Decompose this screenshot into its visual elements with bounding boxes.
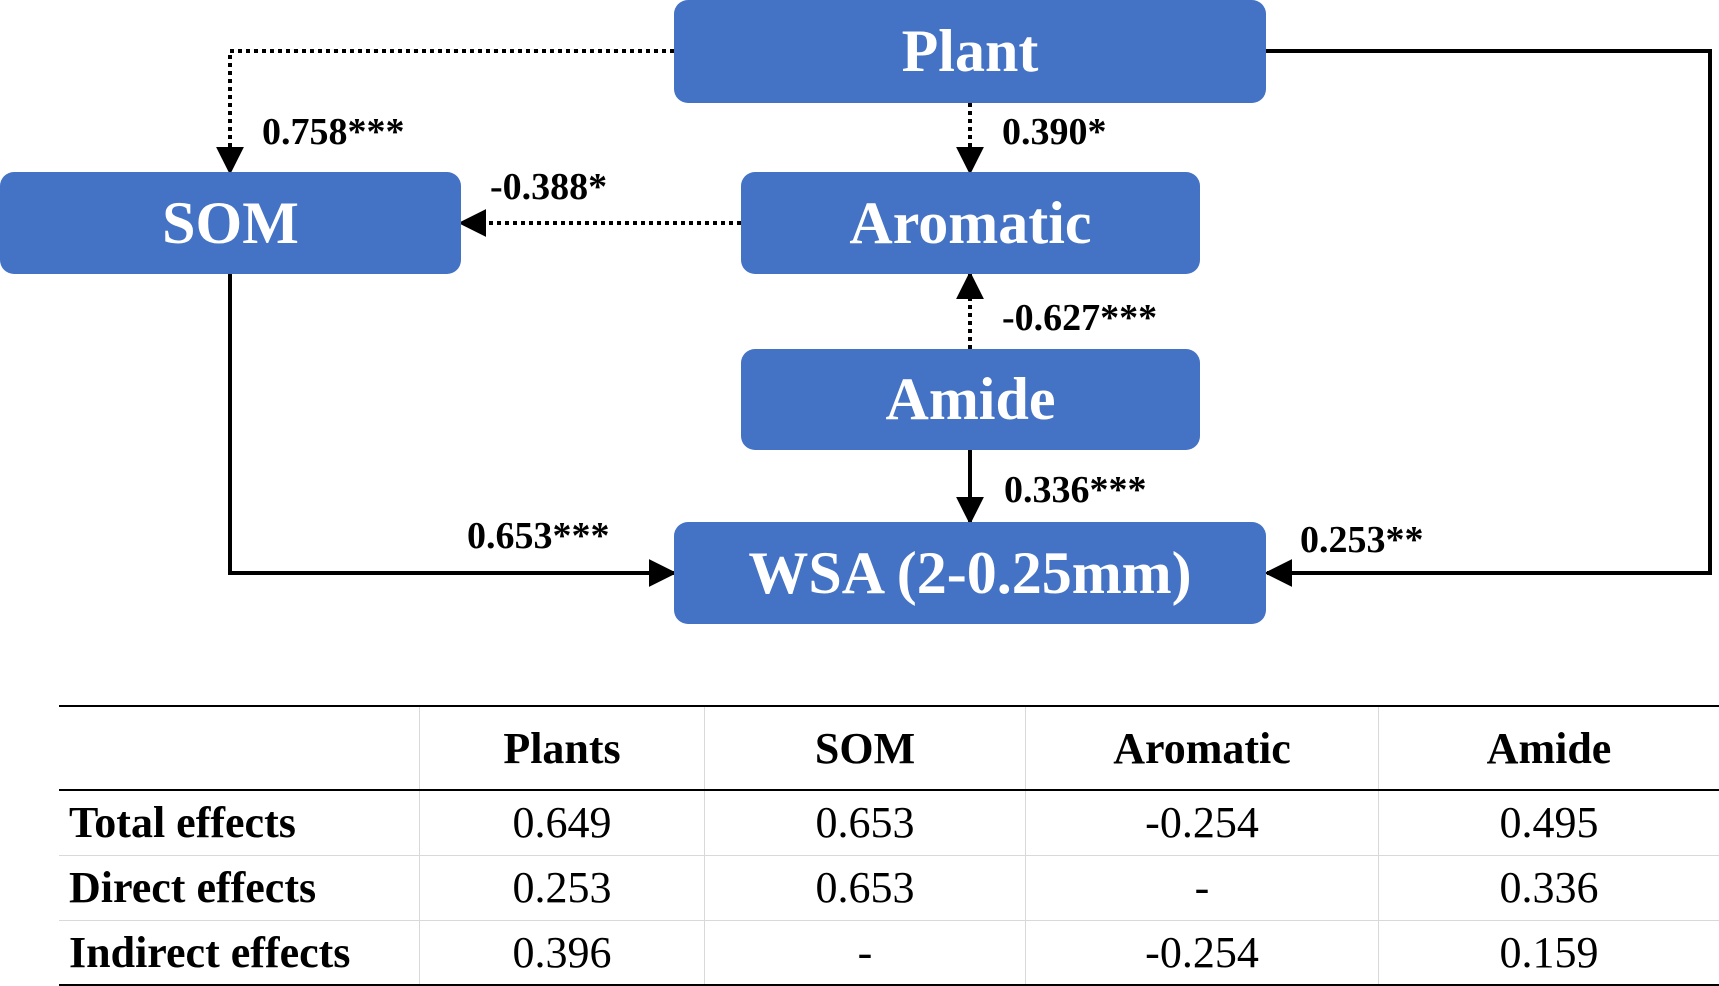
table-cell: Indirect effects — [59, 920, 420, 985]
table-row: Indirect effects 0.396 - -0.254 0.159 — [59, 920, 1719, 985]
node-som: SOM — [0, 172, 461, 274]
table-cell: 0.159 — [1379, 920, 1719, 985]
label-som-wsa: 0.653*** — [467, 514, 610, 558]
table-header-cell: Amide — [1379, 706, 1719, 790]
node-amide: Amide — [741, 349, 1200, 450]
table-row: Total effects 0.649 0.653 -0.254 0.495 — [59, 790, 1719, 855]
table-cell: 0.653 — [705, 855, 1026, 920]
label-amide-aromatic: -0.627*** — [1002, 296, 1157, 340]
table-header-cell: Aromatic — [1026, 706, 1379, 790]
arrow-plant-wsa — [1266, 51, 1710, 573]
table-cell: - — [1026, 855, 1379, 920]
table-cell: - — [705, 920, 1026, 985]
label-plant-aromatic: 0.390* — [1002, 110, 1107, 154]
table-cell: 0.396 — [420, 920, 705, 985]
table-header-cell: SOM — [705, 706, 1026, 790]
table-header-cell — [59, 706, 420, 790]
table-cell: 0.253 — [420, 855, 705, 920]
label-aromatic-som: -0.388* — [490, 165, 607, 209]
table-header-cell: Plants — [420, 706, 705, 790]
table-cell: 0.649 — [420, 790, 705, 855]
table-header-row: Plants SOM Aromatic Amide — [59, 706, 1719, 790]
table-cell: Total effects — [59, 790, 420, 855]
table-cell: -0.254 — [1026, 790, 1379, 855]
label-plant-wsa: 0.253** — [1300, 518, 1424, 562]
table-cell: 0.336 — [1379, 855, 1719, 920]
label-plant-som: 0.758*** — [262, 110, 405, 154]
node-aromatic: Aromatic — [741, 172, 1200, 274]
table-cell: Direct effects — [59, 855, 420, 920]
label-amide-wsa: 0.336*** — [1004, 468, 1147, 512]
node-wsa: WSA (2-0.25mm) — [674, 522, 1266, 624]
node-plant: Plant — [674, 0, 1266, 103]
effects-table: Plants SOM Aromatic Amide Total effects … — [59, 705, 1719, 986]
table-cell: 0.495 — [1379, 790, 1719, 855]
table-cell: 0.653 — [705, 790, 1026, 855]
table-row: Direct effects 0.253 0.653 - 0.336 — [59, 855, 1719, 920]
table-cell: -0.254 — [1026, 920, 1379, 985]
